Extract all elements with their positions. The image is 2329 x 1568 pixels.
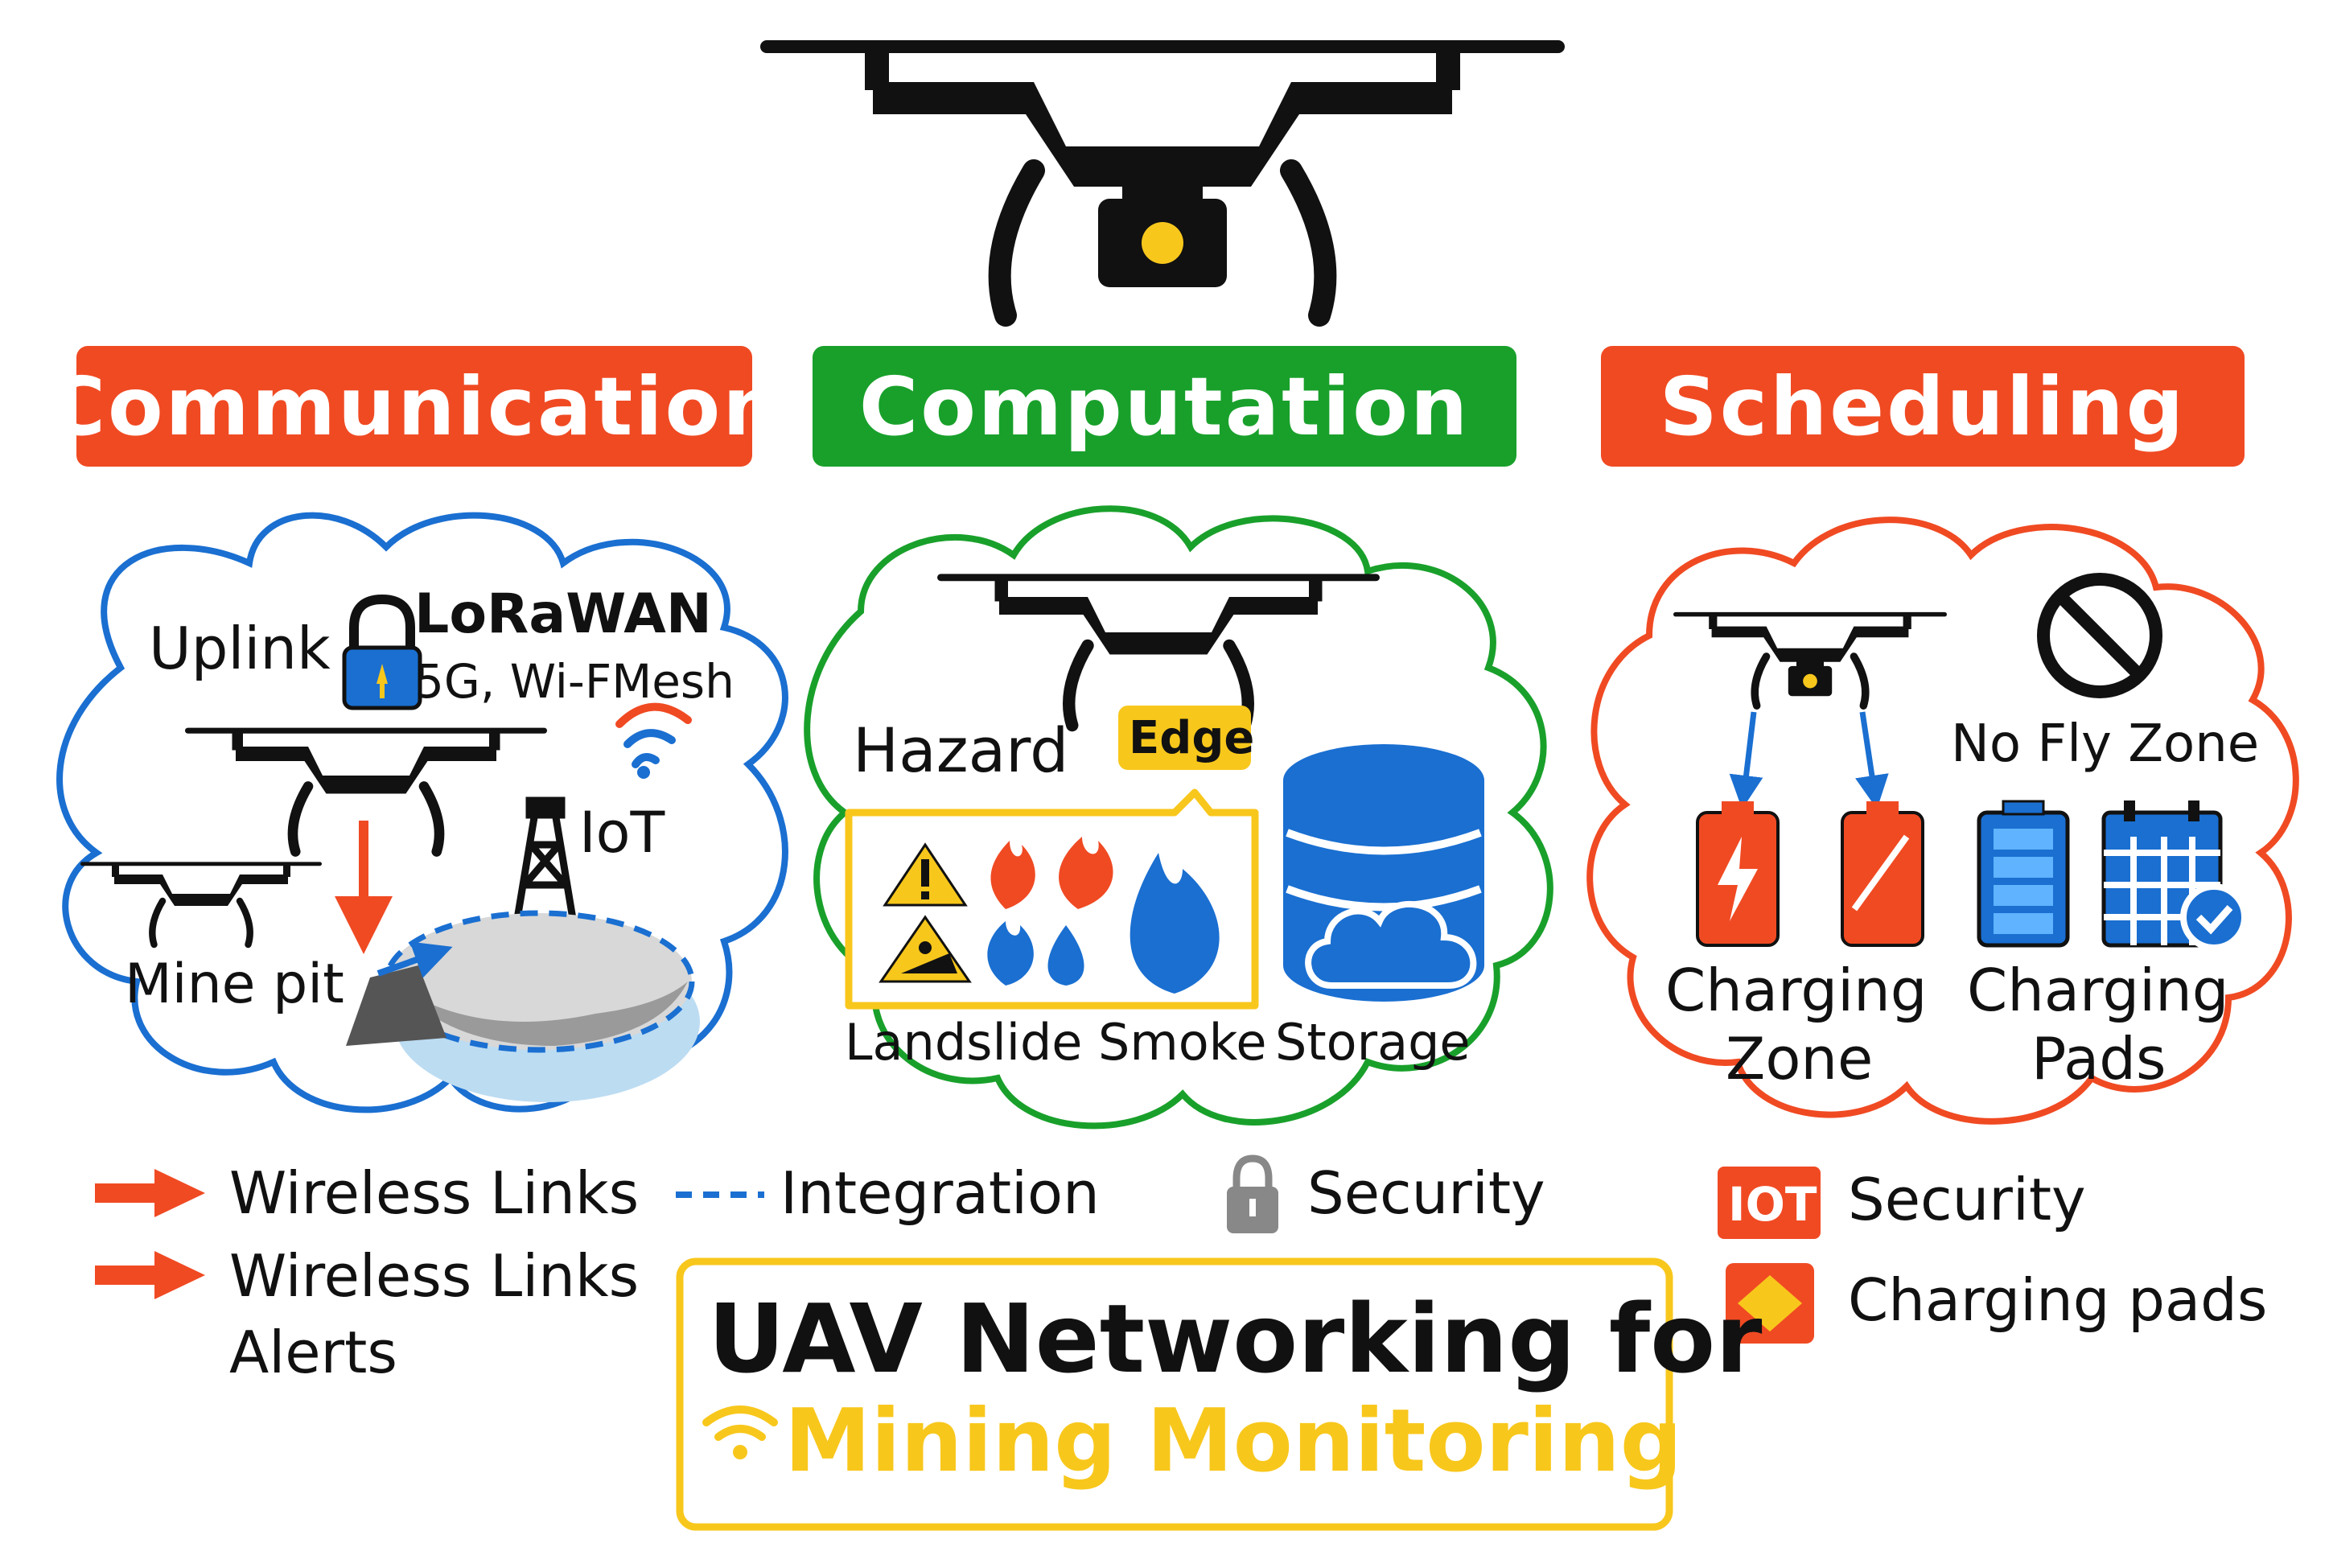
- wireless-links-alerts-arrow-icon: [95, 1251, 205, 1299]
- communication-header: Communication: [47, 346, 780, 467]
- landslide-label: Landslide: [845, 1013, 1083, 1072]
- charging-pads-label-line2: Pads: [2031, 1025, 2166, 1093]
- iot-label: IoT: [579, 800, 665, 866]
- networks-label: 5G, Wi-FMesh: [414, 654, 734, 709]
- security-lock-icon: [1227, 1154, 1278, 1233]
- warning-icon: [883, 842, 968, 907]
- wifi-title-icon: [702, 1405, 778, 1459]
- legend-iot-security: Security: [1848, 1166, 2086, 1233]
- legend-wireless-links: Wireless Links: [229, 1159, 640, 1227]
- iot-badge: [1718, 1167, 1821, 1239]
- mine-pit-icon: [346, 910, 700, 1102]
- smoke-label: Smoke: [1098, 1013, 1267, 1072]
- charging-arrow-left: [1729, 711, 1763, 809]
- edge-label: Edge: [1129, 712, 1255, 764]
- wireless-links-arrow-icon: [95, 1169, 205, 1217]
- title-line1: UAV Networking for: [708, 1283, 1763, 1394]
- legend-wireless-links-alerts-line1: Wireless Links: [229, 1242, 640, 1310]
- lock-icon: [342, 594, 422, 710]
- edge-badge: [1118, 706, 1251, 770]
- charging-zone-label-line2: Zone: [1726, 1025, 1874, 1093]
- uplink-label: Uplink: [149, 615, 331, 682]
- charging-pads-label-line1: Charging: [1967, 957, 2229, 1024]
- scheduling-cloud: [1586, 516, 2299, 1125]
- computation-header: Computation: [813, 346, 1516, 467]
- scheduling-header: Scheduling: [1601, 346, 2245, 467]
- schedule-calendar-icon: [2101, 800, 2248, 951]
- charging-pads-legend-icon: [1726, 1263, 1814, 1344]
- charging-arrow-right: [1855, 711, 1889, 809]
- no-fly-zone-icon: [2037, 573, 2162, 698]
- no-fly-zone-label: No Fly Zone: [1951, 714, 2260, 774]
- fire-icon-red: [990, 837, 1113, 909]
- title-box: [676, 1257, 1673, 1531]
- landslide-warning-icon: [879, 915, 972, 983]
- storage-label: Storage: [1275, 1013, 1471, 1072]
- hazard-label: Hazard: [853, 714, 1069, 786]
- title-line2: Mining Monitoring: [784, 1391, 1683, 1492]
- fire-icon-blue: [987, 853, 1220, 994]
- cloud-storage-icon: [1305, 901, 1477, 989]
- charging-battery-icon: [1696, 801, 1780, 947]
- legend-integration: Integration: [780, 1159, 1100, 1227]
- wifi-signal-icon: [615, 702, 692, 779]
- battery-icon: [1841, 801, 1924, 947]
- legend-wireless-links-alerts-line2: Alerts: [229, 1319, 397, 1386]
- lorawan-label: LoRaWAN: [414, 582, 712, 646]
- charging-zone-label-line1: Charging: [1665, 957, 1928, 1024]
- charging-pad-battery-icon: [1977, 800, 2070, 948]
- mine-pit-label: Mine pit: [125, 953, 344, 1016]
- legend-charging-pads: Charging pads: [1848, 1266, 2268, 1334]
- legend-iot-badge-label: IOT: [1728, 1177, 1817, 1232]
- legend-security: Security: [1307, 1159, 1545, 1227]
- main-drone-icon: [760, 40, 1565, 315]
